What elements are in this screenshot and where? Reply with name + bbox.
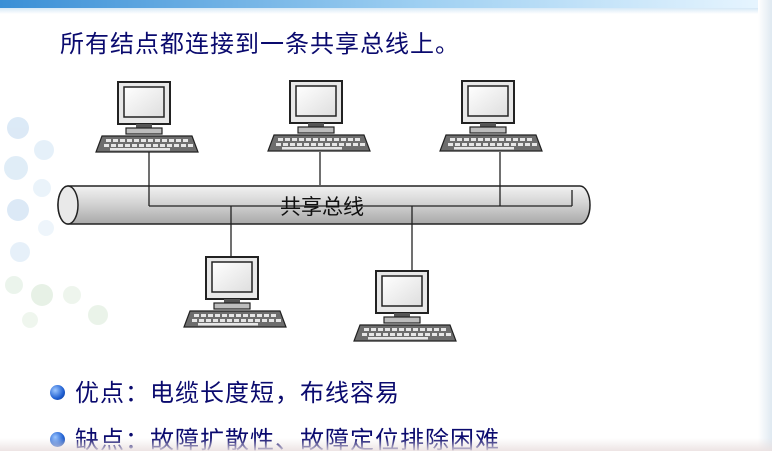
shared-bus: 共享总线 bbox=[57, 185, 591, 225]
top-band-shadow bbox=[0, 8, 772, 14]
slide-headline: 所有结点都连接到一条共享总线上。 bbox=[60, 30, 460, 58]
computer-icon bbox=[183, 256, 287, 328]
computer-icon bbox=[439, 80, 543, 152]
decorative-dot-pattern bbox=[4, 117, 108, 328]
computer-icon bbox=[267, 80, 371, 152]
bottom-fade bbox=[0, 438, 772, 451]
computer-icon bbox=[95, 81, 199, 153]
bullet-dot-icon bbox=[50, 384, 65, 400]
bullet-item: 优点：电缆长度短，布线容易 bbox=[50, 373, 400, 408]
bus-label: 共享总线 bbox=[280, 195, 364, 219]
bullet-text: 优点：电缆长度短，布线容易 bbox=[75, 379, 400, 407]
top-accent-band bbox=[0, 0, 772, 8]
computer-icon bbox=[353, 270, 457, 342]
right-edge-shade bbox=[758, 0, 772, 451]
